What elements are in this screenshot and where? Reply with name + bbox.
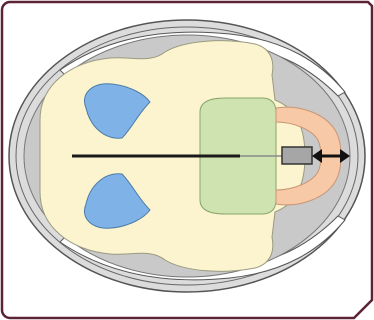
probe-box: [282, 147, 312, 164]
